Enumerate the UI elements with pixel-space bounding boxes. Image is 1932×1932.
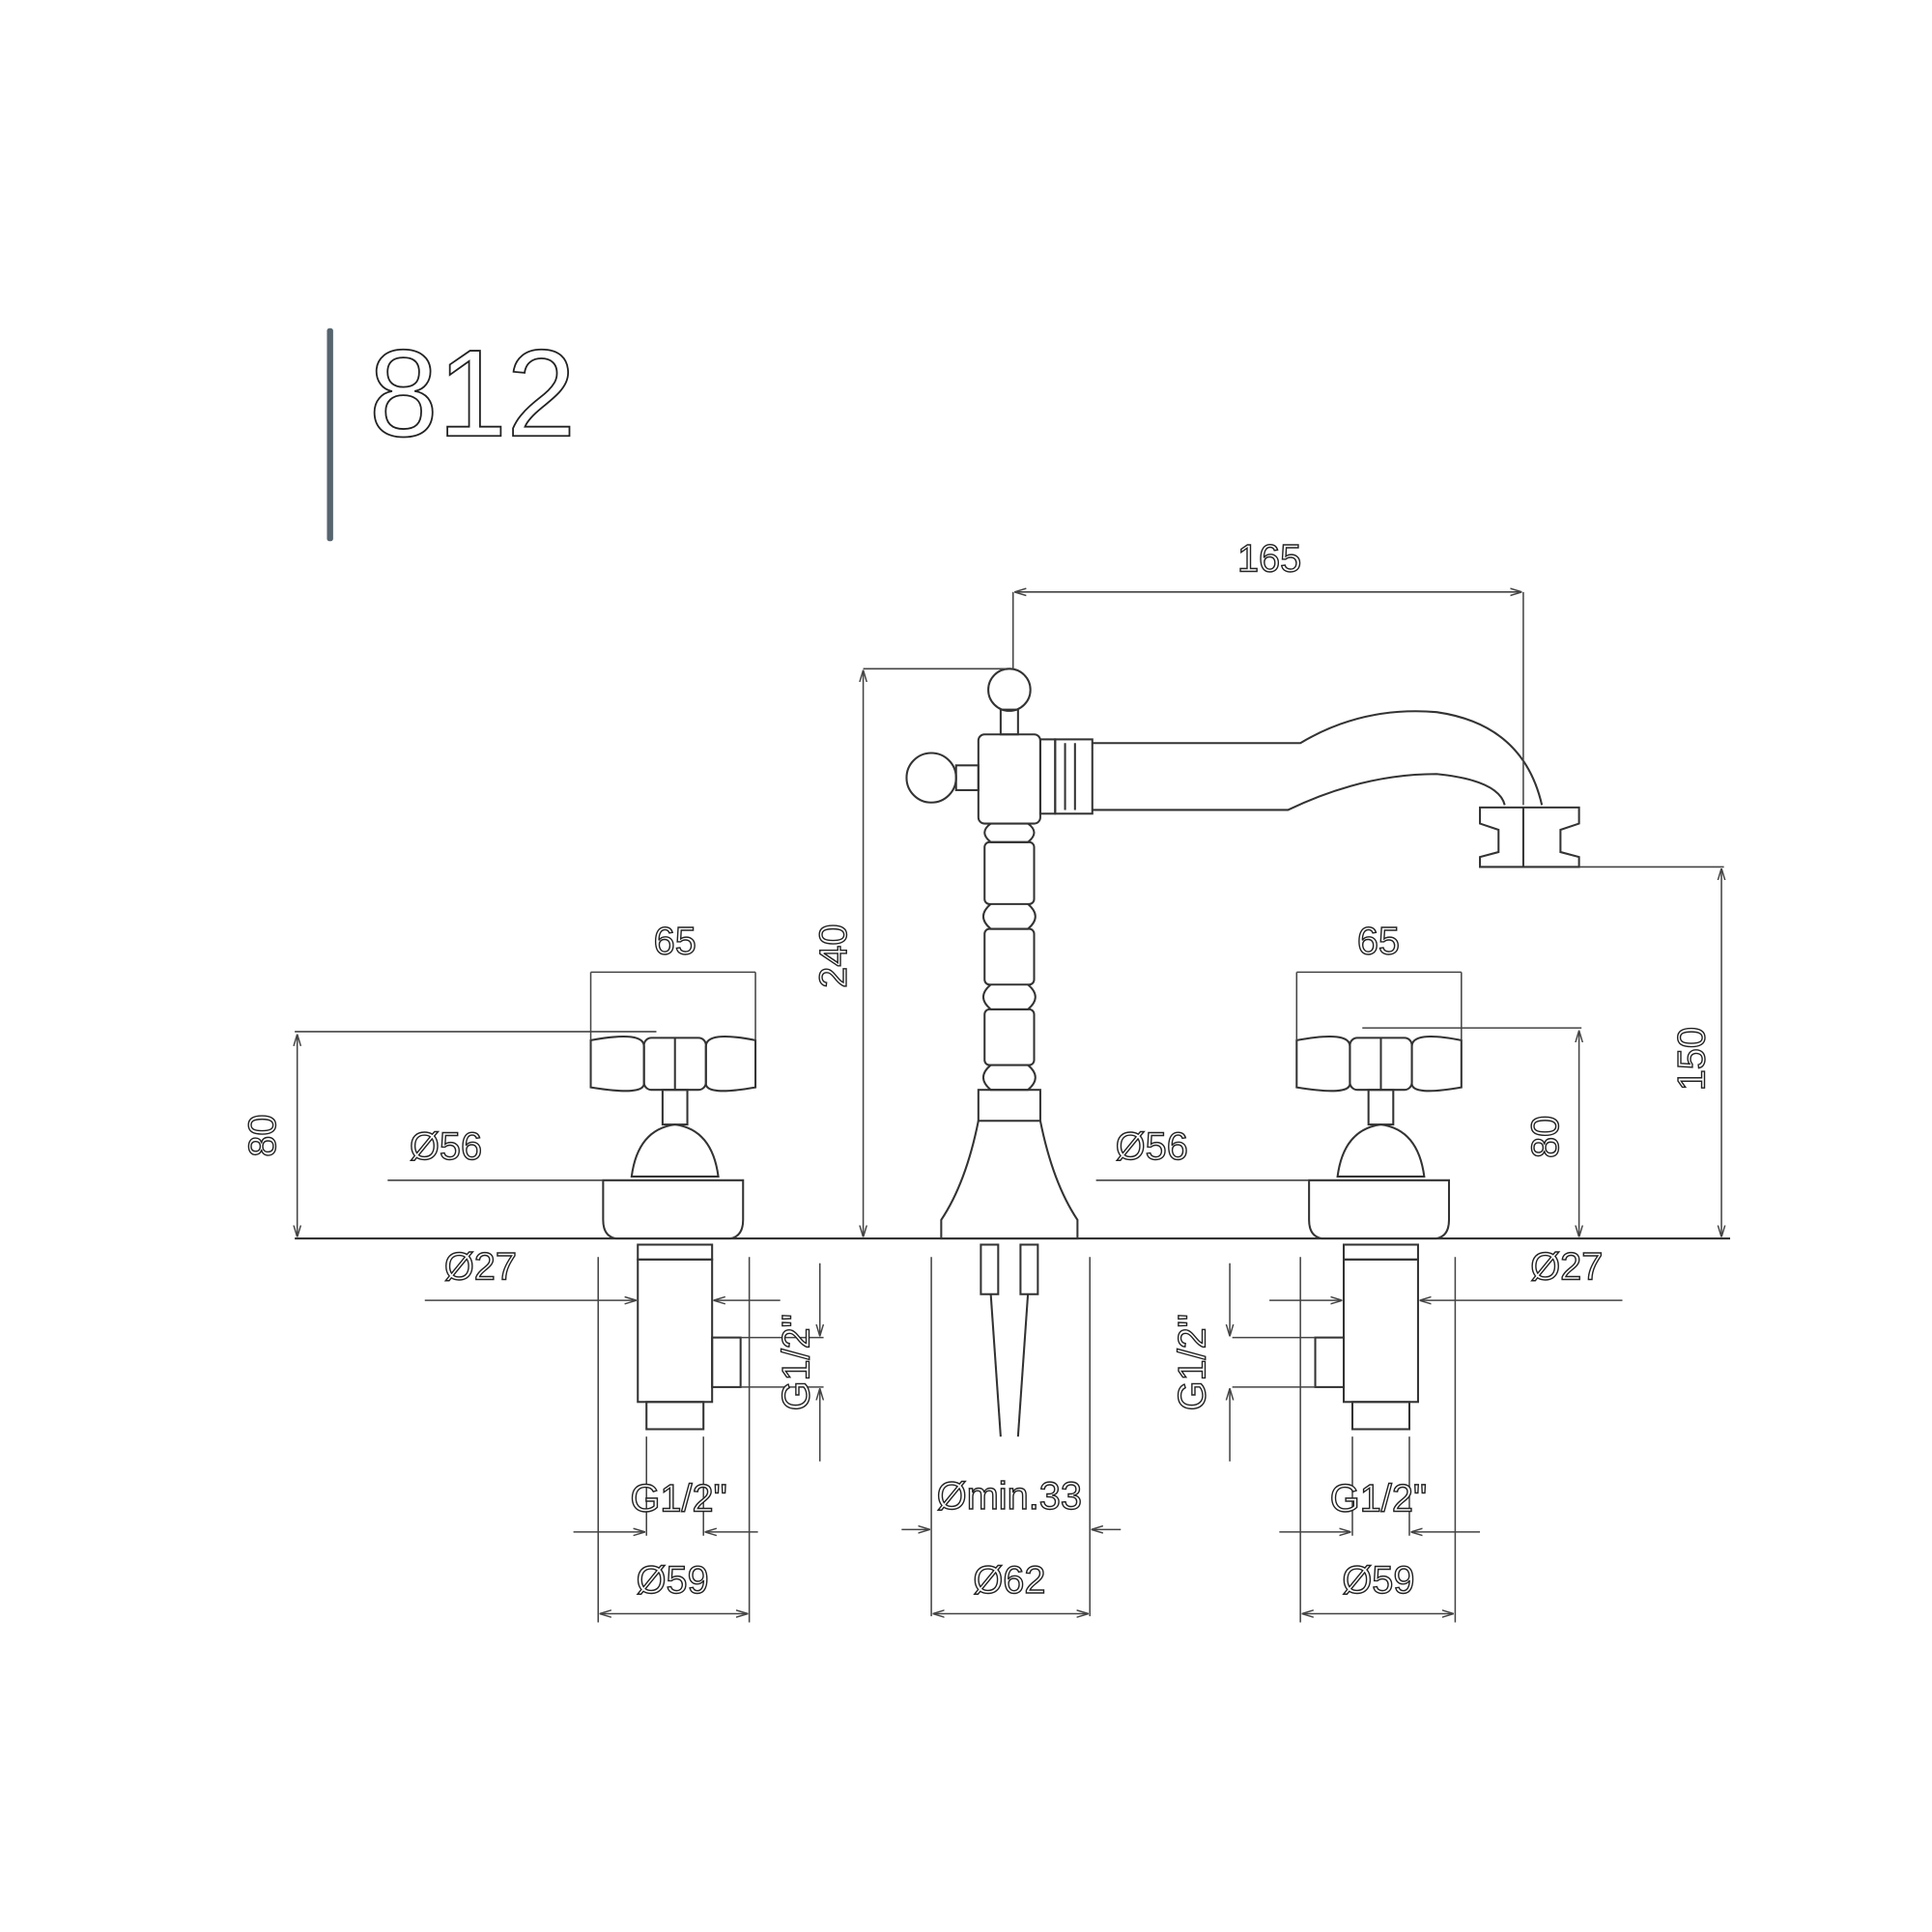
center-min-hole-label: Ømin.33 — [937, 1475, 1082, 1518]
left-inlet-thread-label: G1/2" — [630, 1477, 726, 1520]
left-handle-height-label: 80 — [242, 1115, 284, 1157]
right-handle-height-label: 80 — [1524, 1116, 1567, 1158]
title-accent-bar — [327, 327, 333, 542]
right-inlet-thread-label: G1/2" — [1330, 1477, 1427, 1520]
spout-reach-label: 165 — [1237, 537, 1301, 580]
right-handle-valve — [1295, 1035, 1463, 1431]
spout-height-label: 150 — [1670, 1027, 1713, 1091]
left-shank-diameter-label: Ø27 — [444, 1246, 517, 1289]
left-hole-diameter-label: Ø59 — [637, 1559, 709, 1602]
model-number: 812 — [369, 325, 576, 463]
right-shank-diameter-label: Ø27 — [1530, 1246, 1603, 1289]
center-spout — [905, 668, 1580, 1437]
right-hole-diameter-label: Ø59 — [1342, 1559, 1414, 1602]
left-handle-valve — [589, 1035, 757, 1431]
left-base-diameter-label: Ø56 — [410, 1125, 482, 1168]
right-handle-width-label: 65 — [1357, 920, 1400, 962]
total-height-label: 240 — [812, 924, 855, 988]
left-handle-width-label: 65 — [654, 920, 696, 962]
right-outlet-thread-label: G1/2" — [1172, 1314, 1214, 1410]
center-hole-diameter-label: Ø62 — [973, 1559, 1045, 1602]
left-outlet-thread-label: G1/2" — [775, 1314, 817, 1410]
right-base-diameter-label: Ø56 — [1116, 1125, 1188, 1168]
